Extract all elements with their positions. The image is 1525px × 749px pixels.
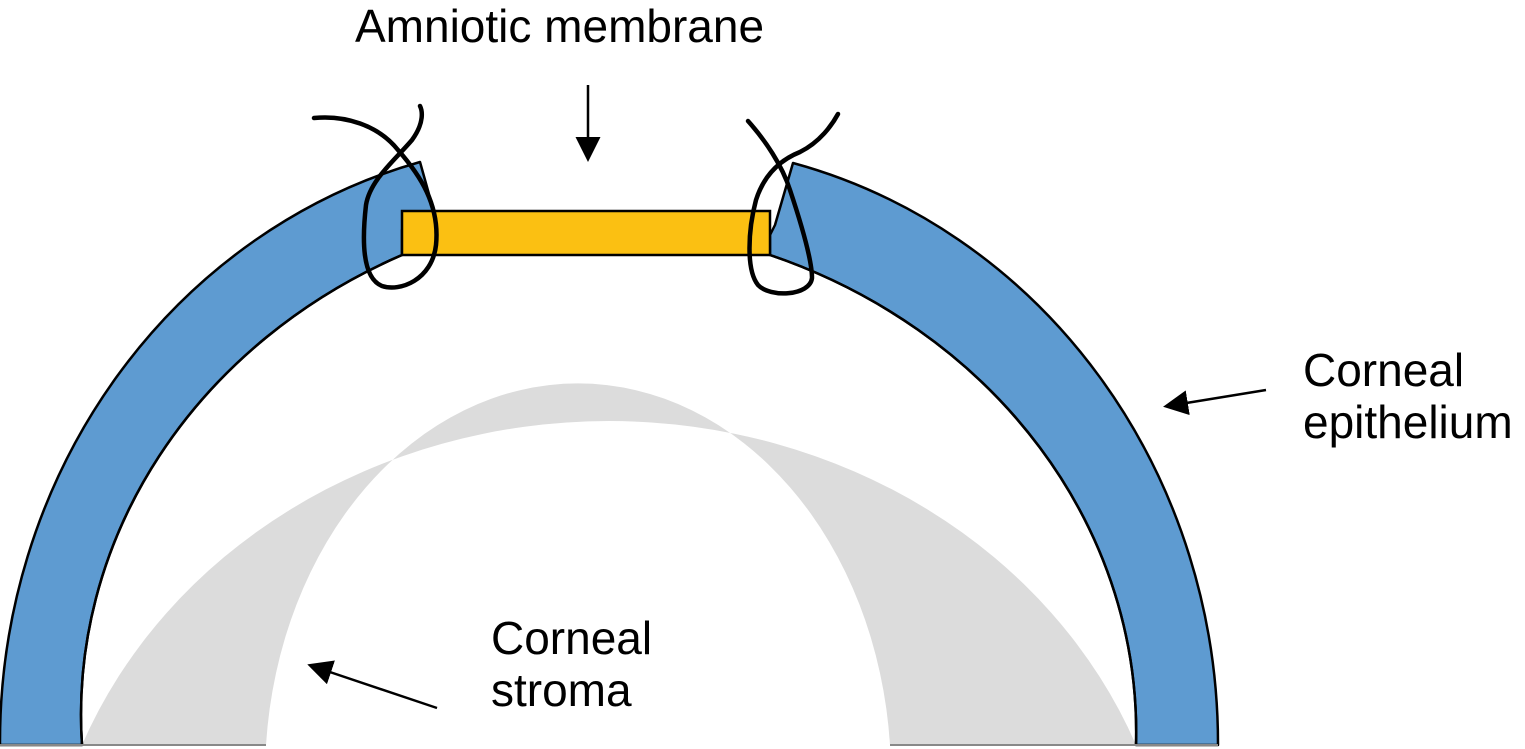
suture-right [745,111,841,296]
label-corneal-stroma-line2: stroma [491,664,632,716]
arrow-corneal-epithelium [1163,388,1267,416]
arrow-corneal-stroma [307,660,438,710]
stroma-epithelium-boundary-left [79,253,403,746]
corneal-stroma-layer [82,383,1136,745]
amniotic-membrane-graft [400,209,772,257]
stroma-epithelium-boundary-right [769,253,1138,746]
label-corneal-epithelium-line1: Corneal [1303,344,1465,396]
label-corneal-stroma-line1: Corneal [491,612,653,664]
suture-left [311,103,439,290]
label-amniotic-membrane: Amniotic membrane [355,0,765,52]
label-corneal-epithelium: Corneal epithelium [1303,344,1513,448]
label-corneal-epithelium-line2: epithelium [1303,396,1513,448]
label-corneal-stroma: Corneal stroma [491,612,652,716]
